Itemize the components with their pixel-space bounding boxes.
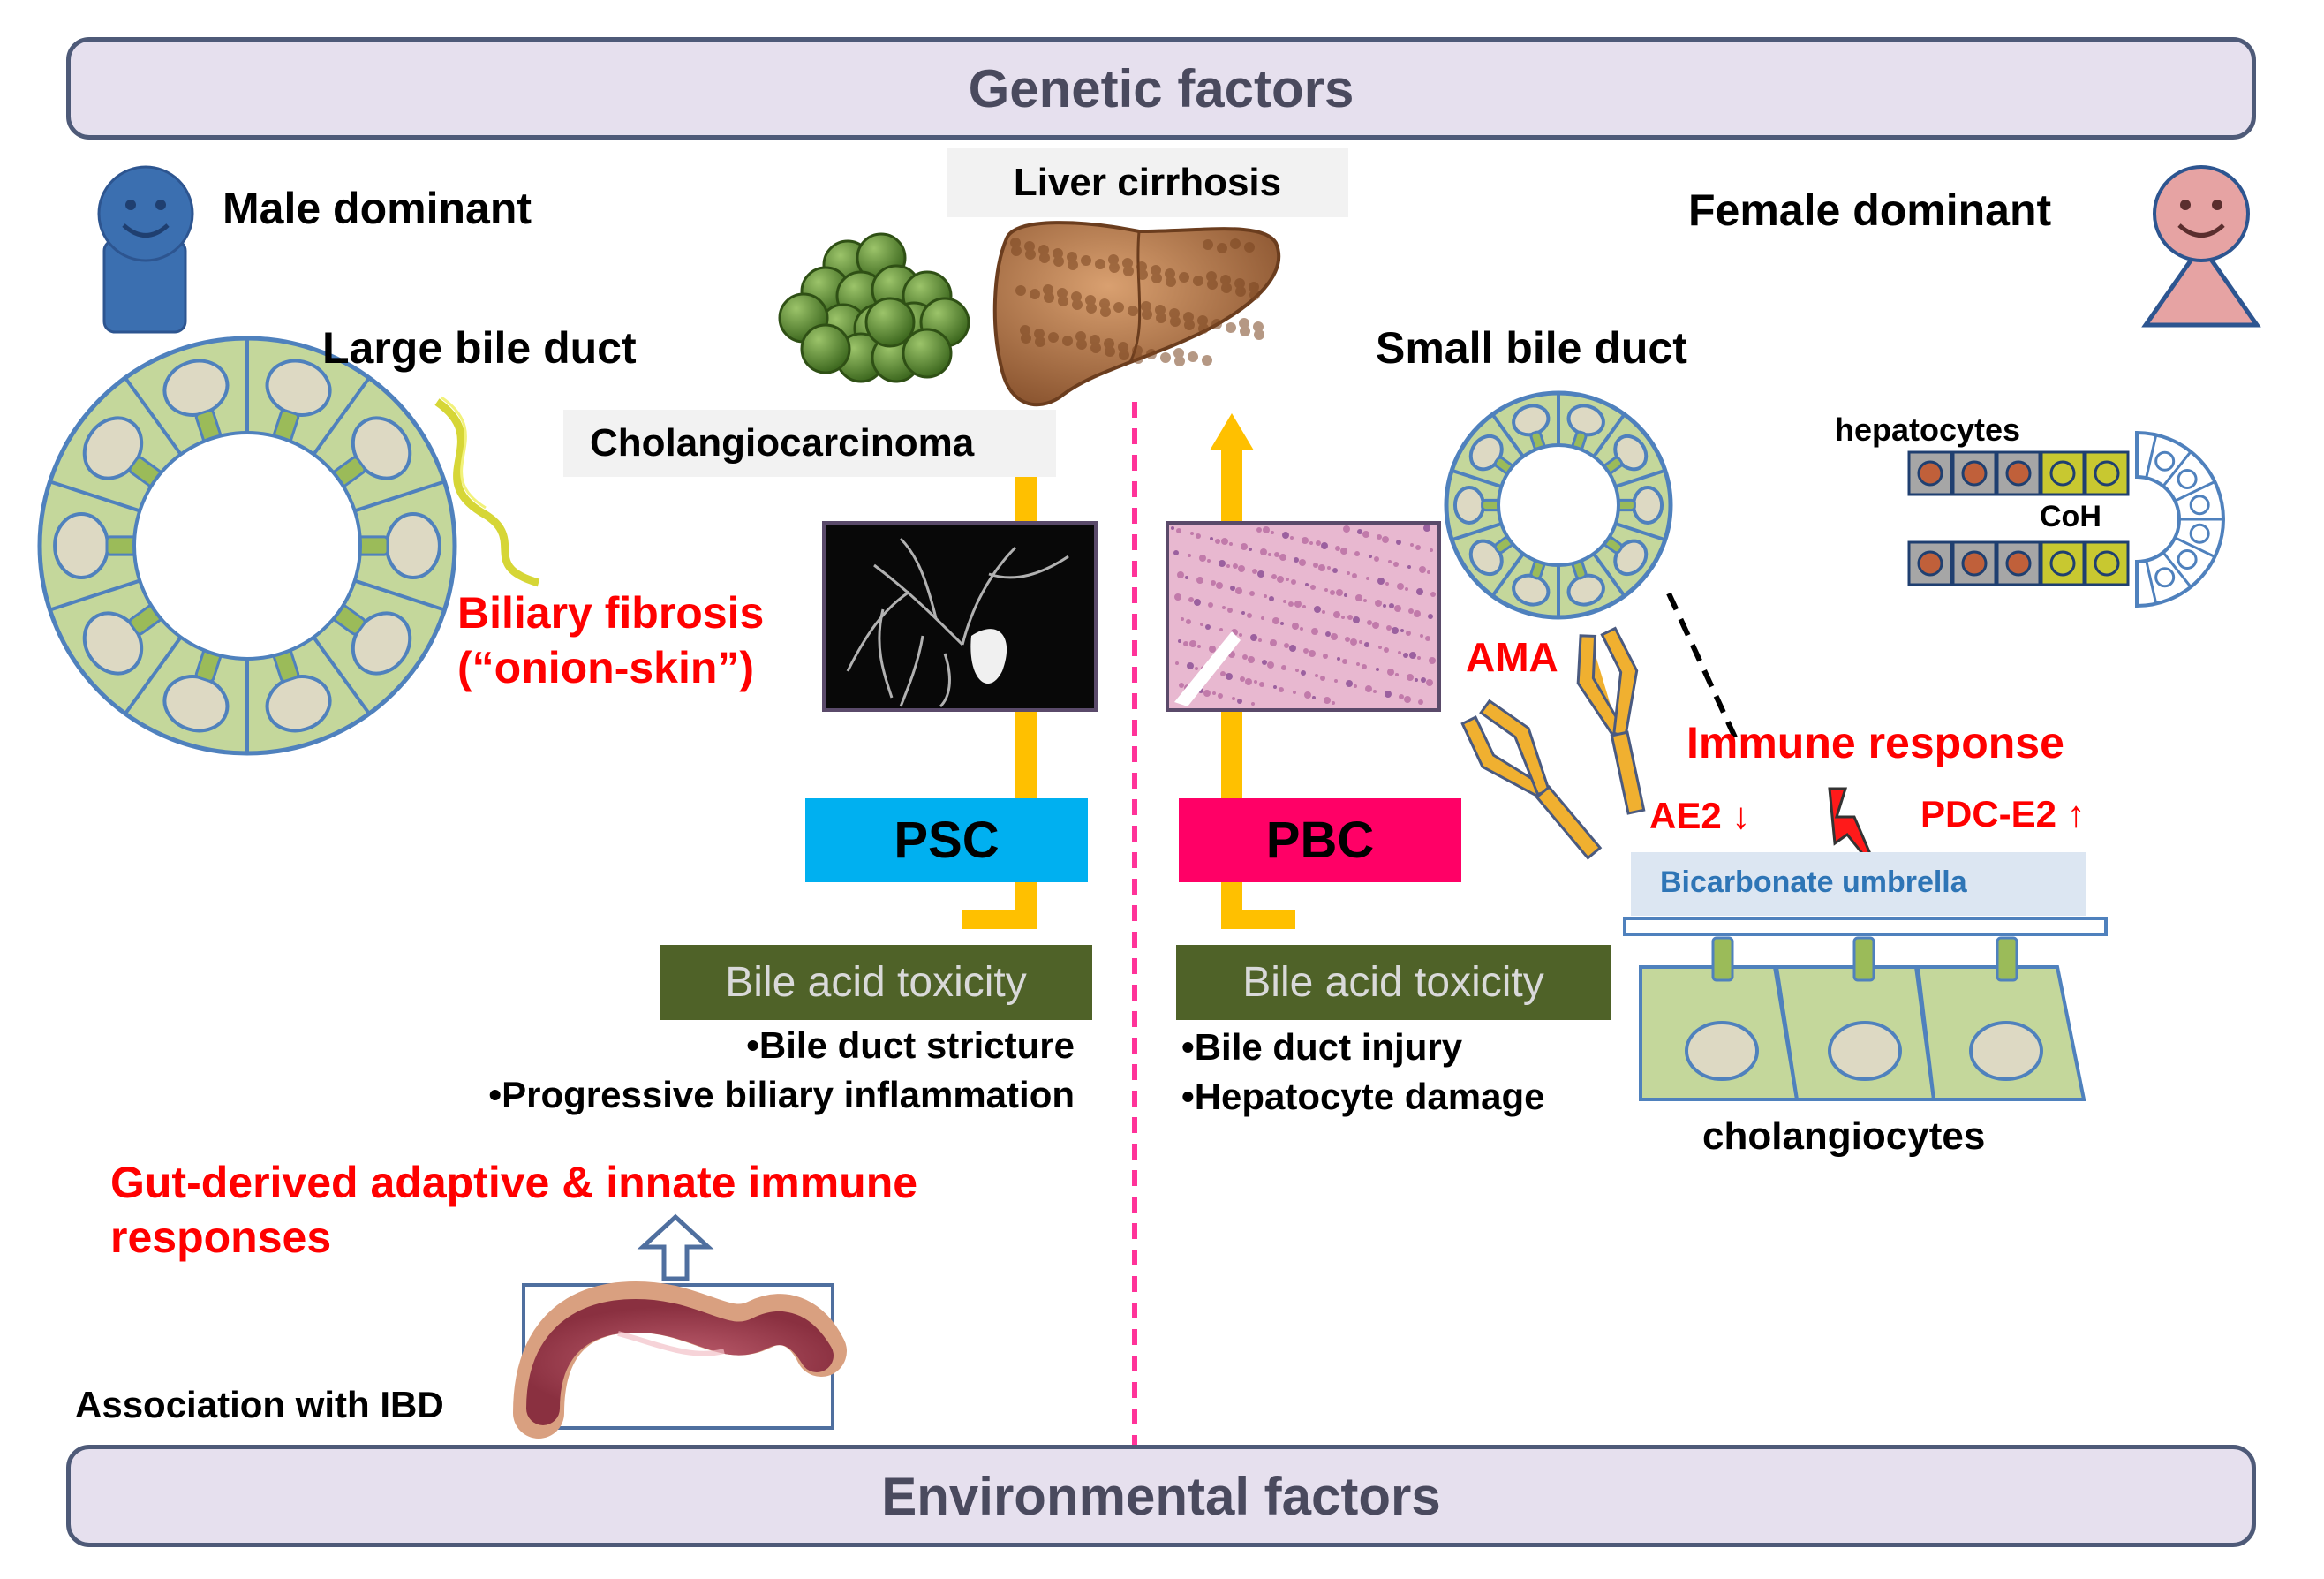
large-bile-duct-icon xyxy=(37,336,457,756)
pbc-bile-acid-toxicity-box: Bile acid toxicity xyxy=(1176,945,1611,1020)
apical-membrane xyxy=(1623,917,2108,936)
female-figure-icon xyxy=(2141,165,2261,328)
gut-immune-label-line1: Gut-derived adaptive & innate immune xyxy=(110,1158,918,1207)
female-dominant-label: Female dominant xyxy=(1688,185,2052,235)
large-bile-duct-label: Large bile duct xyxy=(322,323,637,373)
pbc-bullet-hepatocyte: •Hepatocyte damage xyxy=(1181,1076,1545,1117)
psc-label: PSC xyxy=(894,812,1000,869)
genetic-factors-banner: Genetic factors xyxy=(66,37,2256,140)
ae2-label: AE2 ↓ xyxy=(1649,795,1751,836)
cholangiocarcinoma-label: Cholangiocarcinoma xyxy=(563,410,1056,477)
ibd-association-label: Association with IBD xyxy=(75,1384,444,1425)
small-bile-duct-icon xyxy=(1444,390,1673,620)
cholangiogram-image xyxy=(822,521,1098,712)
bicarbonate-umbrella-box xyxy=(1631,852,2086,916)
onion-skin-label: (“onion-skin”) xyxy=(457,643,755,692)
psc-bullet-inflammation: •Progressive biliary inflammation xyxy=(488,1074,1075,1115)
antibody-icon xyxy=(1460,699,1603,860)
bicarbonate-umbrella-label: Bicarbonate umbrella xyxy=(1660,865,1967,899)
gut-immune-label-line2: responses xyxy=(110,1213,332,1262)
male-figure-icon xyxy=(97,165,194,334)
psc-bile-acid-toxicity-box: Bile acid toxicity xyxy=(660,945,1092,1020)
cholangiocytes-label: cholangiocytes xyxy=(1702,1114,1986,1158)
psc-bullet-stricture: •Bile duct stricture xyxy=(746,1024,1075,1066)
tumor-cluster-icon xyxy=(778,232,970,383)
environmental-factors-banner: Environmental factors xyxy=(66,1445,2256,1547)
pbc-label: PBC xyxy=(1265,812,1375,869)
squiggle-icon xyxy=(434,398,540,587)
histology-image xyxy=(1166,521,1441,712)
male-dominant-label: Male dominant xyxy=(223,184,532,233)
small-bile-duct-label: Small bile duct xyxy=(1376,323,1687,373)
dashed-connector xyxy=(1666,592,1738,739)
coh-label: CoH xyxy=(2040,500,2101,533)
pbc-bullet-injury: •Bile duct injury xyxy=(1181,1026,1463,1068)
liver-cirrhosis-text: Liver cirrhosis xyxy=(1013,161,1282,204)
cholangiocyte-cells-icon xyxy=(1639,936,2086,1101)
hepatocyte-schematic xyxy=(1907,430,2225,608)
immune-response-label: Immune response xyxy=(1686,718,2064,767)
pbc-box: PBC xyxy=(1179,798,1461,882)
ama-label: AMA xyxy=(1466,634,1558,680)
liver-cirrhosis-label: Liver cirrhosis xyxy=(947,148,1348,217)
cholangiocarcinoma-text: Cholangiocarcinoma xyxy=(590,421,975,465)
pdc-e2-label: PDC-E2 ↑ xyxy=(1920,793,2086,835)
hepatocytes-label: hepatocytes xyxy=(1835,412,2021,448)
biliary-fibrosis-label: Biliary fibrosis xyxy=(457,588,765,638)
pbc-bile-acid-toxicity-label: Bile acid toxicity xyxy=(1242,959,1544,1006)
up-arrow-icon xyxy=(637,1213,714,1281)
antibody-icon xyxy=(1576,626,1646,815)
genetic-factors-label: Genetic factors xyxy=(968,58,1354,118)
liver-icon xyxy=(992,221,1281,407)
psc-bile-acid-toxicity-label: Bile acid toxicity xyxy=(725,959,1027,1006)
environmental-factors-label: Environmental factors xyxy=(881,1466,1441,1526)
psc-box: PSC xyxy=(805,798,1088,882)
colon-image xyxy=(513,1281,847,1439)
